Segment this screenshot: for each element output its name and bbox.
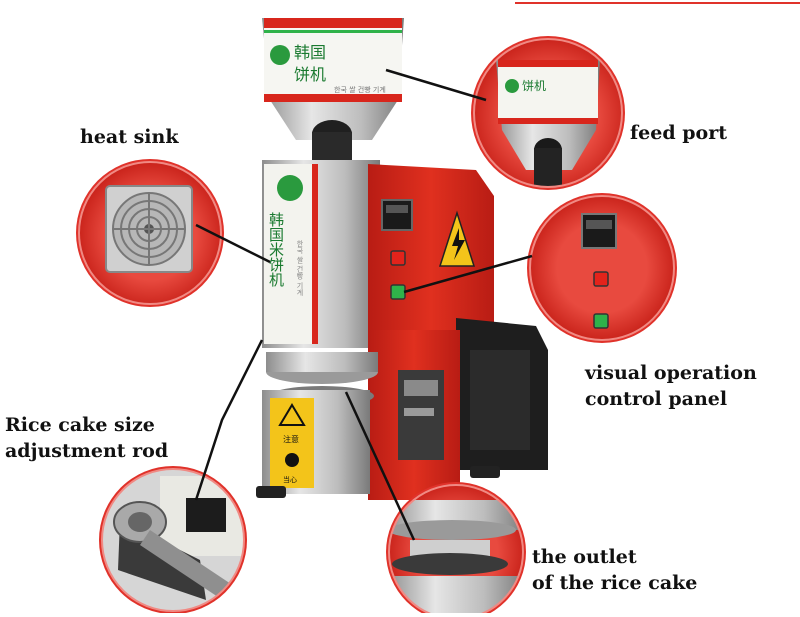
label-outlet-2: of the rice cake bbox=[532, 572, 698, 594]
label-heat-sink: heat sink bbox=[80, 126, 179, 148]
label-adjustment-rod-1: Rice cake size bbox=[5, 414, 155, 436]
hopper-subtitle: 饼机 bbox=[294, 65, 326, 84]
body-small-text: 한국 쌀 건빵 기계 bbox=[296, 240, 304, 297]
callout-heat-sink bbox=[76, 159, 224, 307]
leader-outlet bbox=[344, 391, 416, 541]
callout-red-indicator bbox=[593, 271, 609, 287]
label-control-panel-2: control panel bbox=[585, 388, 728, 410]
hopper-small-text: 한국 쌀 건빵 기계 bbox=[334, 85, 386, 94]
label-feed-port: feed port bbox=[630, 122, 727, 144]
callout-outlet bbox=[386, 482, 526, 617]
display-screen bbox=[381, 199, 413, 231]
body-vertical-text: 韩国米饼机 bbox=[267, 212, 285, 288]
callout-feed-port: 饼机 bbox=[471, 36, 625, 190]
leader-feed-port bbox=[385, 68, 487, 102]
logo-dot bbox=[270, 45, 290, 65]
label-control-panel-1: visual operation bbox=[585, 362, 757, 384]
outlet-plate bbox=[392, 553, 508, 575]
label-adjustment-rod-2: adjustment rod bbox=[5, 440, 169, 462]
yellow-warning-label bbox=[270, 398, 314, 488]
callout-green-indicator bbox=[593, 313, 609, 329]
feed-tube bbox=[312, 132, 352, 162]
leader-adjustment-rod bbox=[194, 339, 264, 501]
warning-label-small: 当心 bbox=[283, 475, 297, 484]
label-outlet-1: the outlet bbox=[532, 546, 637, 568]
leader-heat-sink bbox=[195, 223, 271, 264]
green-indicator bbox=[390, 284, 406, 300]
red-cabinet bbox=[368, 164, 494, 330]
leader-lines bbox=[194, 68, 533, 541]
hopper-title: 韩国 bbox=[294, 43, 326, 62]
red-indicator bbox=[390, 250, 406, 266]
callout-hopper-text: 饼机 bbox=[522, 79, 546, 93]
callout-control-panel bbox=[527, 193, 677, 343]
callout-adjustment-rod bbox=[99, 466, 247, 614]
callout-screen bbox=[581, 213, 617, 249]
leader-control-panel bbox=[403, 254, 533, 294]
warning-label-text: 注意 bbox=[283, 434, 299, 444]
